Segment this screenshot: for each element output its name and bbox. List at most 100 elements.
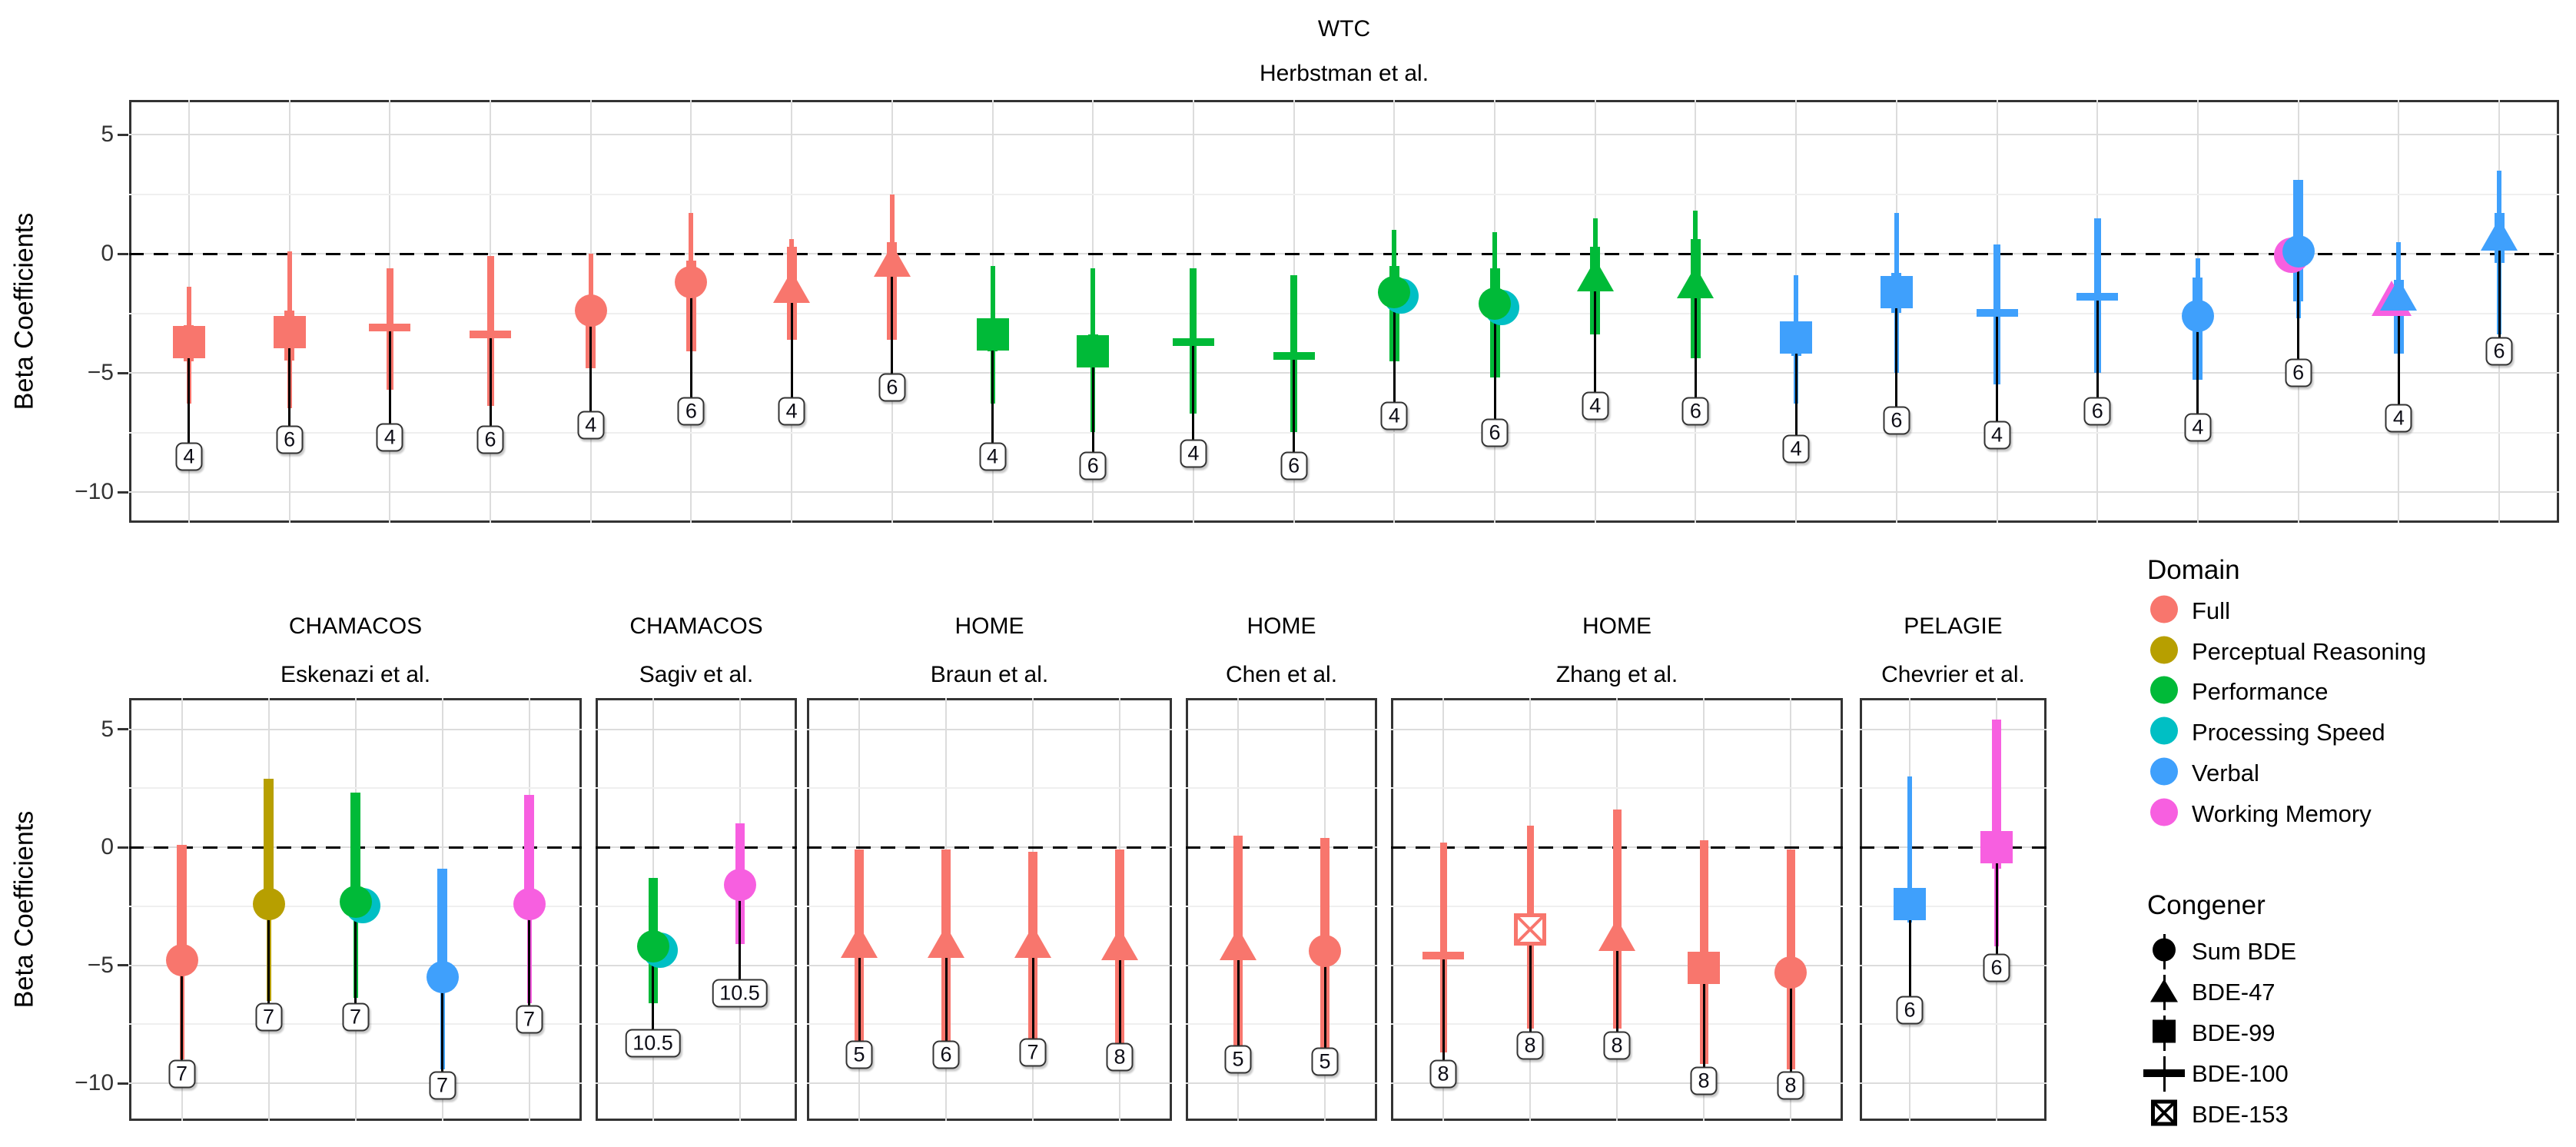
age-label: 6 [932,1040,960,1069]
label-connector [2297,251,2300,373]
strip-cohort: HOME [1247,613,1316,639]
point-marker-circle [636,929,669,966]
zero-reference-line [596,846,797,849]
grid-line-major [1186,1082,1377,1084]
label-connector [1702,967,1705,1081]
legend-glyph-squarex [2151,1099,2177,1130]
label-connector [891,261,894,387]
point-marker-triangle [773,271,811,307]
legend-label-domain: Full [2192,597,2230,624]
legend-swatch-performance [2150,676,2178,708]
y-tick-mark [118,728,128,730]
label-connector [1493,304,1496,433]
legend-label-domain: Performance [2192,678,2329,706]
grid-line-major [129,372,2559,374]
point-marker-plus [1172,336,1214,350]
label-connector [528,903,530,1020]
age-label: 7 [168,1059,196,1089]
age-label: 4 [1180,439,1207,468]
grid-line-minor [596,787,797,790]
age-label: 6 [1079,451,1107,480]
point-marker-square [1688,951,1720,988]
age-label: 8 [1106,1042,1134,1072]
y-tick-label: −10 [75,479,114,504]
grid-line-minor [1860,787,2047,790]
zero-reference-line [129,252,2559,255]
strip-study: Eskenazi et al. [280,662,431,687]
legend-label-congener: BDE-99 [2192,1019,2276,1046]
zero-reference-line [1186,846,1377,849]
point-marker-circle [513,887,546,924]
legend-glyph-plus [2143,1067,2185,1081]
label-connector [188,341,191,457]
grid-line-major [807,728,1172,730]
y-axis-title-top: Beta Coefficients [9,212,39,411]
legend-label-congener: BDE-153 [2192,1101,2289,1128]
age-label: 5 [1224,1045,1252,1074]
strip-study: Chevrier et al. [1881,662,2025,687]
age-label: 6 [1896,996,1924,1025]
age-label: 6 [1280,451,1308,480]
grid-line-major [129,491,2559,493]
point-marker-circle [252,887,285,924]
point-marker-plus [1976,307,2018,321]
label-connector [589,311,593,426]
y-tick-mark [118,371,128,374]
grid-line-major [596,964,797,966]
legend-swatch-full [2150,595,2178,627]
grid-line-minor [1186,787,1377,790]
legend-label-domain: Perceptual Reasoning [2192,637,2427,665]
label-connector [267,903,270,1018]
strip-cohort: CHAMACOS [629,613,763,639]
grid-line-major [129,728,582,730]
legend-swatch-verbal [2150,757,2178,789]
grid-line-major [1186,964,1377,966]
grid-line-minor [807,787,1172,790]
strip-cohort: CHAMACOS [288,613,423,639]
y-tick-label: −5 [87,360,114,385]
age-label: 5 [1311,1047,1339,1076]
point-marker-circle [723,869,756,905]
point-marker-triangle [2481,218,2518,254]
age-label: 4 [979,442,1007,470]
y-tick-mark [118,490,128,494]
label-connector [2096,294,2099,411]
strip-cohort: HOME [1582,613,1651,639]
point-marker-triangle [1677,266,1715,302]
ci-bar [1439,842,1447,1053]
label-connector [1118,943,1121,1058]
label-connector [1237,943,1240,1060]
point-marker-triangle [1598,918,1635,955]
y-tick-mark [118,133,128,136]
age-label: 8 [1516,1031,1544,1060]
age-label: 5 [845,1040,873,1069]
grid-line-minor [1186,1023,1377,1026]
label-connector [689,282,692,411]
point-marker-circle [426,960,459,997]
grid-line-major [1391,1082,1843,1084]
label-connector [288,332,291,440]
legend-swatch-working-memory [2150,798,2178,829]
legend-label-domain: Processing Speed [2192,719,2385,746]
grid-line-major [129,134,2559,135]
y-tick-label: −10 [75,1070,114,1095]
age-label: 8 [1690,1066,1718,1095]
legend-glyph-circle [2153,938,2176,966]
point-marker-triangle [1101,927,1138,964]
label-connector [441,976,443,1086]
age-label: 6 [476,425,504,454]
grid-line-major [596,1082,797,1084]
age-label: 4 [2184,413,2212,442]
age-label: 6 [2285,358,2312,387]
grid-line-minor [129,431,2559,434]
label-connector [1996,311,1999,435]
point-marker-circle [165,944,198,980]
point-marker-square [1077,335,1110,371]
legend-label-domain: Working Memory [2192,800,2372,827]
label-connector [181,960,183,1074]
point-marker-square [976,318,1009,354]
legend-label-congener: BDE-47 [2192,979,2276,1006]
point-marker-triangle [873,244,911,281]
plot-panel-sagiv [596,698,797,1121]
label-connector [1293,354,1296,466]
